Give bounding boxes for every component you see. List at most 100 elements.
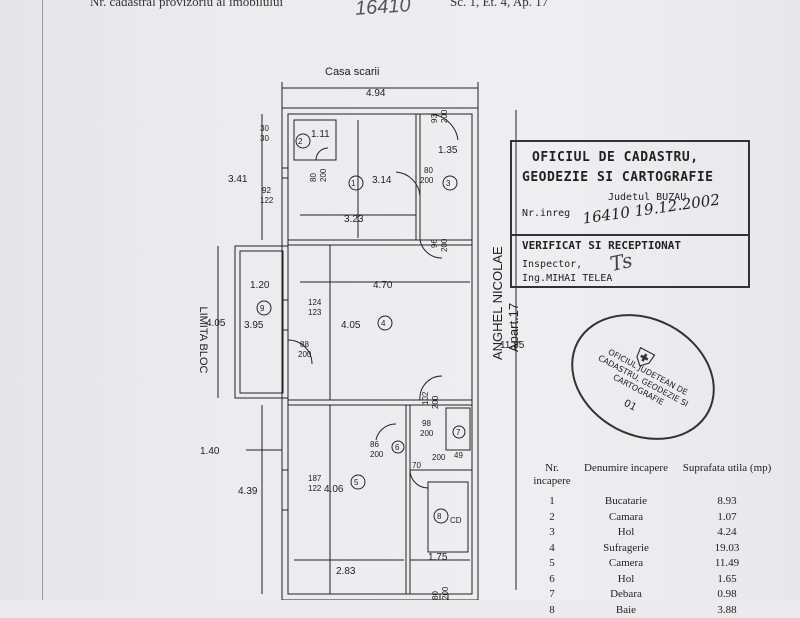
opening-96: 96 xyxy=(430,239,439,248)
room-number-7: 7 xyxy=(456,428,461,437)
opening-70: 70 xyxy=(412,461,421,470)
opening-200h: 200 xyxy=(432,453,446,462)
dim-room4-w: 4.70 xyxy=(373,280,393,291)
area-table: Nr. incapere Denumire incapere Suprafata… xyxy=(528,462,778,618)
table-row: 2 Camara 1.07 xyxy=(528,510,778,526)
room-number-3: 3 xyxy=(446,179,451,188)
table-row: 4 Sufragerie 19.03 xyxy=(528,541,778,557)
dim-room4-h: 4.05 xyxy=(341,320,361,331)
cell-name: Hol xyxy=(576,572,676,588)
cell-nr: 1 xyxy=(528,494,576,510)
opening-93: 93 xyxy=(430,114,439,123)
room-number-9: 9 xyxy=(260,304,265,313)
opening-86: 86 xyxy=(370,440,379,449)
limit-label: LIMITA BLOC xyxy=(197,306,209,373)
opening-200v: 200 xyxy=(319,168,328,182)
table-row: 3 Hol 4.24 xyxy=(528,525,778,541)
signature: Ts xyxy=(608,248,635,276)
cell-name: Camera xyxy=(576,556,676,572)
opening-30b: 30 xyxy=(260,134,269,143)
stamp-nr-label: Nr.inreg xyxy=(522,208,570,219)
cell-name: Hol xyxy=(576,525,676,541)
room-number-5: 5 xyxy=(354,478,359,487)
cell-nr: 2 xyxy=(528,510,576,526)
cell-area: 19.03 xyxy=(676,541,778,557)
opening-123: 123 xyxy=(308,308,322,317)
stamp-line-1: OFICIUL DE CADASTRU, xyxy=(532,150,699,165)
cell-name: Debara xyxy=(576,587,676,603)
room-number-6: 6 xyxy=(395,443,400,452)
table-header: Nr. incapere Denumire incapere Suprafata… xyxy=(528,462,778,488)
room-number-4: 4 xyxy=(381,319,386,328)
opening-80v: 80 xyxy=(309,173,318,182)
opening-80: 80 xyxy=(424,166,433,175)
cell-nr: 3 xyxy=(528,525,576,541)
dim-room1-w: 3.23 xyxy=(344,214,364,225)
dim-room9-w: 1.20 xyxy=(250,280,270,291)
handwritten-mark-text: 16410 xyxy=(354,0,411,20)
cell-area: 3.88 xyxy=(676,603,778,618)
opening-80h: 80 xyxy=(431,591,440,600)
room-number-1: 1 xyxy=(351,179,356,188)
table-row: 7 Debara 0.98 xyxy=(528,587,778,603)
opening-98: 98 xyxy=(422,419,431,428)
room-number-2: 2 xyxy=(298,137,303,146)
cell-area: 1.65 xyxy=(676,572,778,588)
cell-area: 11.49 xyxy=(676,556,778,572)
dim-room5-w: 2.83 xyxy=(336,566,356,577)
opening-88: 88 xyxy=(300,340,309,349)
document-page: Nr. cadastral provizoriu al imobilului S… xyxy=(0,0,800,600)
dim-low-height: 4.39 xyxy=(238,486,258,497)
dim-room3-w: 1.35 xyxy=(438,145,458,156)
opening-200f: 200 xyxy=(420,429,434,438)
table-row: 1 Bucatarie 8.93 xyxy=(528,494,778,510)
cell-nr: 7 xyxy=(528,587,576,603)
stair-label: Casa scarii xyxy=(325,66,379,78)
cell-nr: 5 xyxy=(528,556,576,572)
stamp-nr-value: 16410 xyxy=(581,203,631,227)
header-name: Denumire incapere xyxy=(576,462,676,488)
opening-122b: 122 xyxy=(308,484,322,493)
dim-top-height: 3.41 xyxy=(228,174,248,185)
dim-mid-height: 4.05 xyxy=(206,318,226,329)
table-row: 5 Camera 11.49 xyxy=(528,556,778,572)
opening-200g: 200 xyxy=(370,450,384,459)
dim-room9-h: 3.95 xyxy=(244,320,264,331)
table-row: 6 Hol 1.65 xyxy=(528,572,778,588)
cell-nr: 6 xyxy=(528,572,576,588)
cell-nr: 4 xyxy=(528,541,576,557)
stamp-inspector: Inspector, xyxy=(522,259,582,270)
dim-room8-w: 1.75 xyxy=(428,552,448,563)
room-number-8: 8 xyxy=(437,512,442,521)
opening-200c: 200 xyxy=(440,238,449,252)
dim-room5-h: 4.06 xyxy=(324,484,344,495)
opening-200b: 200 xyxy=(420,176,434,185)
opening-92: 92 xyxy=(262,186,271,195)
table-row: 8 Baie 3.88 xyxy=(528,603,778,618)
stamp-line-2: GEODEZIE SI CARTOGRAFIE xyxy=(522,170,714,185)
stamp-name: Ing.MIHAI TELEA xyxy=(522,273,612,284)
cell-name: Baie xyxy=(576,603,676,618)
cell-area: 0.98 xyxy=(676,587,778,603)
opening-102: 102 xyxy=(421,391,430,405)
opening-200i: 200 xyxy=(441,586,450,600)
bath-label: CD xyxy=(450,516,462,525)
cell-nr: 8 xyxy=(528,603,576,618)
dim-top-width: 4.94 xyxy=(366,88,386,99)
opening-49: 49 xyxy=(454,451,463,460)
owner-apt: Apart.17 xyxy=(506,303,521,352)
opening-200e: 200 xyxy=(431,395,440,409)
opening-200d: 200 xyxy=(298,350,312,359)
opening-187: 187 xyxy=(308,474,322,483)
cell-name: Sufragerie xyxy=(576,541,676,557)
opening-124: 124 xyxy=(308,298,322,307)
opening-200a: 200 xyxy=(440,109,449,123)
cell-area: 4.24 xyxy=(676,525,778,541)
dim-room2: 1.11 xyxy=(311,129,330,140)
header-nr: Nr. incapere xyxy=(528,462,576,488)
cell-area: 8.93 xyxy=(676,494,778,510)
cell-name: Camara xyxy=(576,510,676,526)
stamp-verified: VERIFICAT SI RECEPTIONAT xyxy=(522,239,681,252)
header-area: Suprafata utila (mp) xyxy=(676,462,778,488)
stamp-divider xyxy=(512,234,748,236)
